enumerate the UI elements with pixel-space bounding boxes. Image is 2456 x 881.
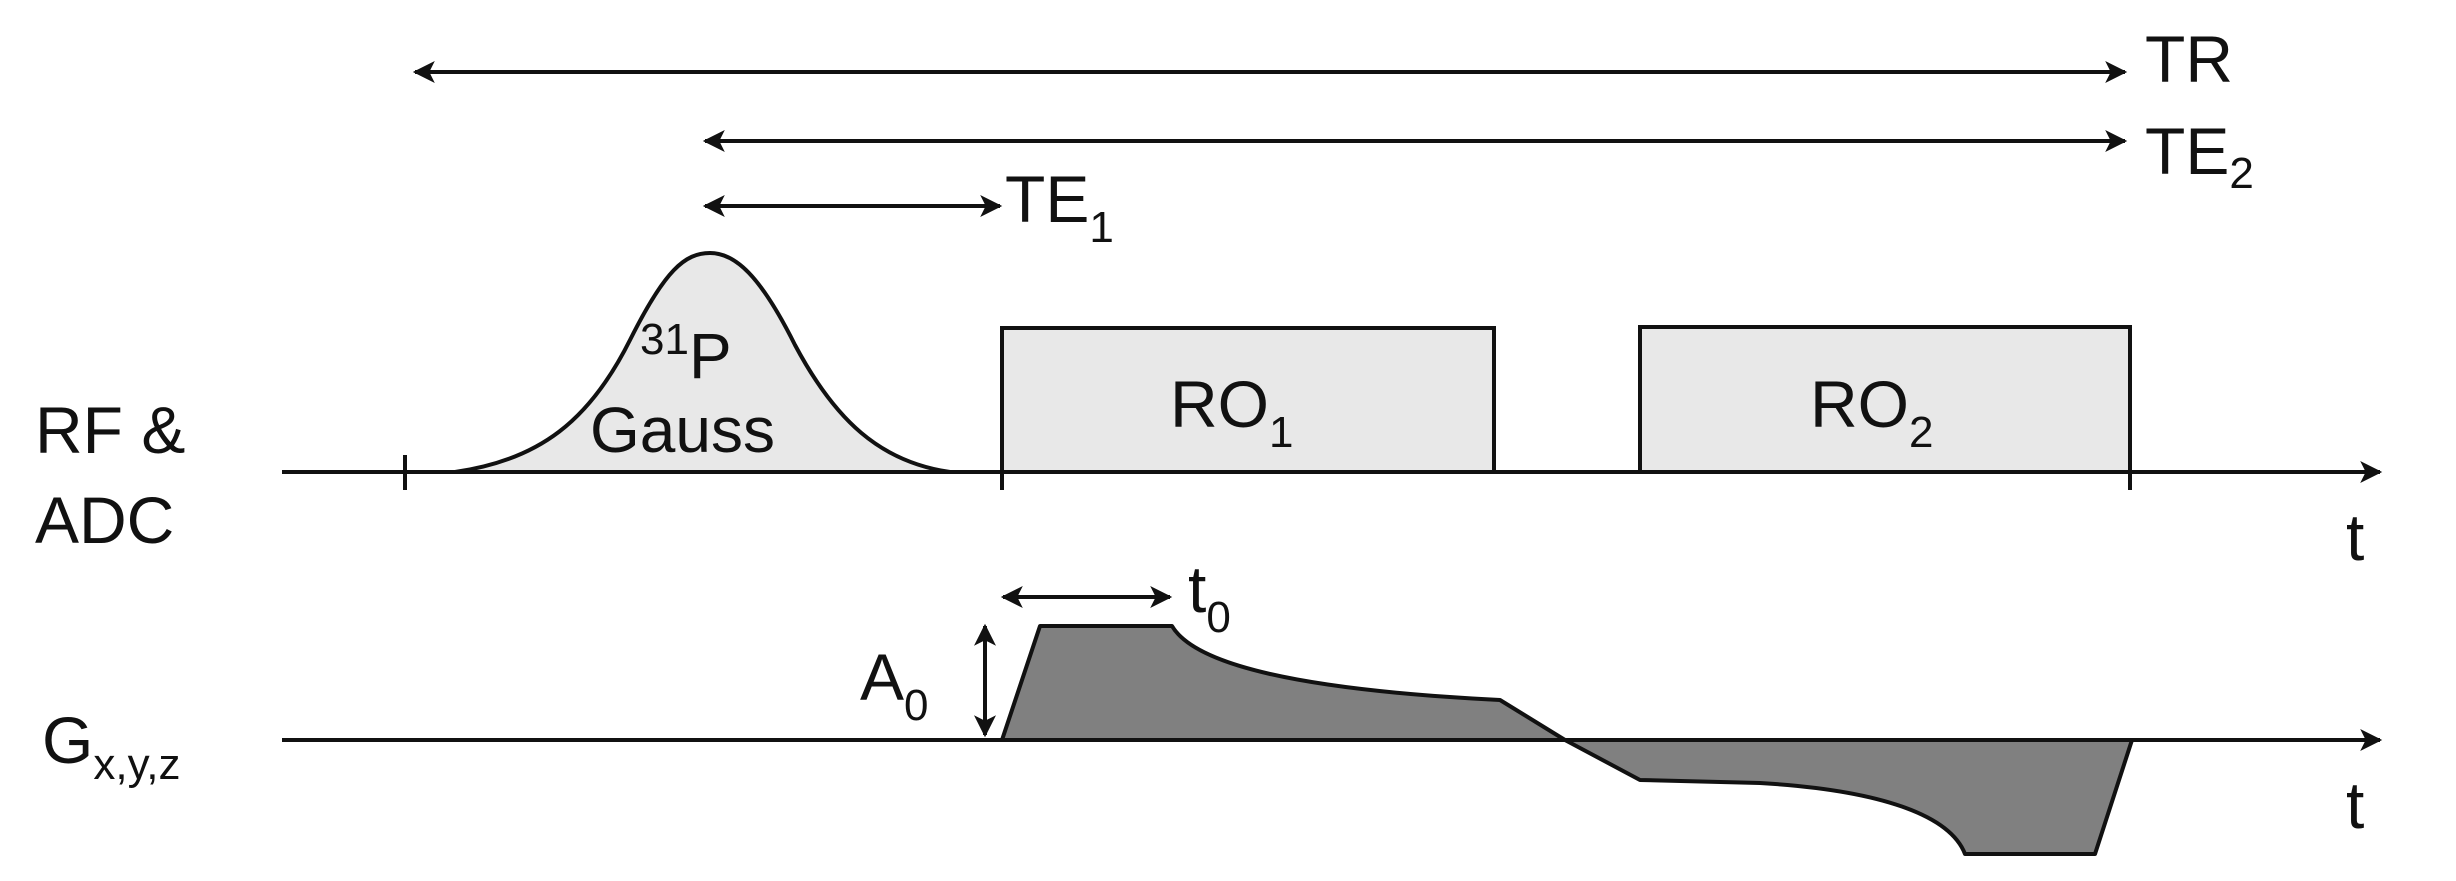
ro1-label-base: RO: [1170, 367, 1269, 441]
duration-label-base: t: [1188, 552, 1206, 626]
duration-label: t0: [1188, 552, 1231, 642]
ro2-block: [1638, 325, 2132, 474]
gradient-row-label-base: G: [42, 703, 93, 777]
gradient-row-label-sub: x,y,z: [93, 740, 180, 789]
ro2-label-base: RO: [1810, 367, 1909, 441]
ro2-label-sub: 2: [1909, 408, 1933, 457]
ro1-block: [1000, 326, 1496, 474]
gradient-row-label: Gx,y,z: [42, 703, 181, 789]
gauss-pulse-type: Gauss: [590, 394, 775, 466]
ro1-label: RO1: [1170, 367, 1293, 457]
te2-label: TE2: [2145, 114, 2254, 198]
tr-label: TR: [2145, 22, 2233, 96]
ro1-label-sub: 1: [1269, 408, 1293, 457]
te1-label-sub: 1: [1089, 203, 1113, 252]
ro2-label: RO2: [1810, 367, 1933, 457]
gradient-positive-lobe: [1000, 624, 1567, 742]
tr-label-base: TR: [2145, 22, 2233, 96]
amplitude-label-base: A: [860, 640, 904, 714]
rf-adc-row-label-line1: RF &: [35, 393, 185, 467]
te1-label: TE1: [1005, 162, 1114, 252]
gauss-pulse-sup: 31: [640, 315, 689, 364]
gauss-pulse-nucleus: 31P: [640, 315, 732, 392]
gauss-pulse-base: P: [689, 320, 732, 392]
amplitude-label-sub: 0: [904, 681, 928, 730]
gradient-negative-lobe: [1563, 738, 2134, 856]
te1-label-base: TE: [1005, 162, 1089, 236]
rf-axis-label: t: [2346, 500, 2364, 574]
te2-label-base: TE: [2145, 114, 2229, 188]
rf-adc-row-label-line2: ADC: [35, 483, 174, 557]
gradient-axis-label: t: [2346, 768, 2364, 842]
te2-label-sub: 2: [2229, 149, 2253, 198]
duration-label-sub: 0: [1206, 593, 1230, 642]
amplitude-label: A0: [860, 640, 929, 730]
gauss-rf-pulse: [454, 250, 951, 474]
